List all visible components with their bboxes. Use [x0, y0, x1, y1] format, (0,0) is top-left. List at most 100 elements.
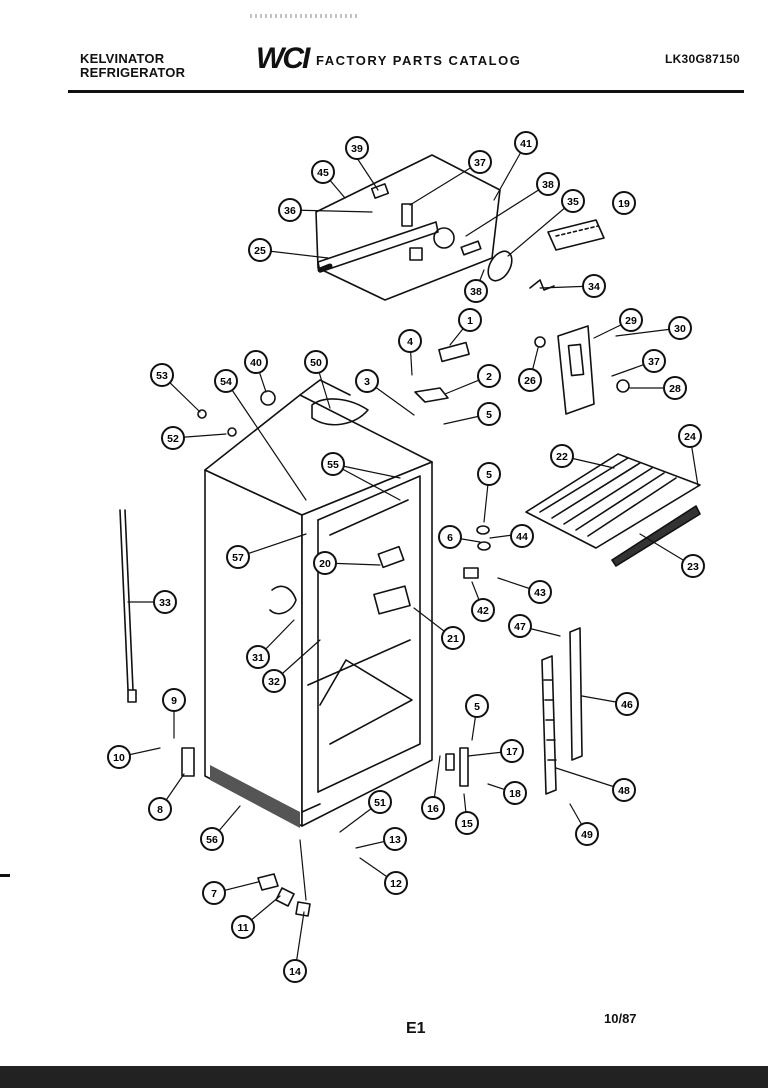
- callout-10: 10: [107, 745, 131, 769]
- svg-text:50: 50: [310, 357, 322, 369]
- svg-text:7: 7: [211, 888, 217, 900]
- svg-text:6: 6: [447, 532, 453, 544]
- svg-text:25: 25: [254, 245, 266, 257]
- svg-text:30: 30: [674, 323, 686, 335]
- svg-text:20: 20: [319, 558, 331, 570]
- svg-text:9: 9: [171, 695, 177, 707]
- brand-name: KELVINATOR: [80, 51, 165, 66]
- svg-text:2: 2: [486, 371, 492, 383]
- svg-text:17: 17: [506, 746, 518, 758]
- svg-text:38: 38: [470, 286, 482, 298]
- callout-54: 54: [214, 369, 238, 393]
- svg-text:16: 16: [427, 803, 439, 815]
- callout-23: 23: [681, 554, 705, 578]
- callout-35: 35: [561, 189, 585, 213]
- svg-text:11: 11: [237, 922, 248, 934]
- callout-47: 47: [508, 614, 532, 638]
- callout-36: 36: [278, 198, 302, 222]
- callout-38-b: 38: [464, 279, 488, 303]
- cabinet-shell: [204, 379, 433, 828]
- svg-text:5: 5: [486, 409, 492, 421]
- svg-text:5: 5: [474, 701, 480, 713]
- callout-bubbles: 39 45 37 41 38 35 19 36 25 38 34 1 29 30…: [107, 131, 705, 983]
- svg-text:54: 54: [220, 376, 232, 388]
- callout-13: 13: [383, 827, 407, 851]
- callout-49: 49: [575, 822, 599, 846]
- callout-52: 52: [161, 426, 185, 450]
- callout-18: 18: [503, 781, 527, 805]
- svg-text:4: 4: [407, 336, 413, 348]
- callout-21: 21: [441, 626, 465, 650]
- svg-text:12: 12: [390, 878, 402, 890]
- callout-28: 28: [663, 376, 687, 400]
- svg-text:3: 3: [364, 376, 370, 388]
- callout-44: 44: [510, 524, 534, 548]
- small-parts: [119, 390, 491, 917]
- svg-text:45: 45: [317, 167, 329, 179]
- svg-text:37: 37: [474, 157, 486, 169]
- svg-text:44: 44: [516, 531, 528, 543]
- svg-text:39: 39: [351, 143, 363, 155]
- callout-6: 6: [438, 525, 462, 549]
- callout-31: 31: [246, 645, 270, 669]
- svg-text:33: 33: [159, 597, 171, 609]
- callout-5-c: 5: [465, 694, 489, 718]
- callout-1: 1: [458, 308, 482, 332]
- wci-logo: WCI: [256, 42, 310, 75]
- wire-shelf: [525, 453, 701, 567]
- callout-42: 42: [471, 598, 495, 622]
- callout-32: 32: [262, 669, 286, 693]
- svg-text:51: 51: [374, 797, 386, 809]
- callout-7: 7: [202, 881, 226, 905]
- svg-text:32: 32: [268, 676, 280, 688]
- callout-24: 24: [678, 424, 702, 448]
- svg-text:29: 29: [625, 315, 637, 327]
- callout-45: 45: [311, 160, 335, 184]
- callout-50: 50: [304, 350, 328, 374]
- svg-text:55: 55: [327, 459, 339, 471]
- callout-37-b: 37: [642, 349, 666, 373]
- callout-40: 40: [244, 350, 268, 374]
- control-housing: [414, 325, 630, 415]
- svg-text:47: 47: [514, 621, 526, 633]
- callout-19: 19: [612, 191, 636, 215]
- svg-text:26: 26: [524, 375, 536, 387]
- callout-5: 5: [477, 402, 501, 426]
- callout-51: 51: [368, 790, 392, 814]
- svg-text:31: 31: [252, 652, 264, 664]
- catalog-title: FACTORY PARTS CATALOG: [316, 53, 522, 68]
- callout-41: 41: [514, 131, 538, 155]
- svg-text:35: 35: [567, 196, 579, 208]
- callout-12: 12: [384, 871, 408, 895]
- svg-text:57: 57: [232, 552, 244, 564]
- svg-text:18: 18: [509, 788, 521, 800]
- callout-48: 48: [612, 778, 636, 802]
- callout-16: 16: [421, 796, 445, 820]
- callout-56: 56: [200, 827, 224, 851]
- svg-text:28: 28: [669, 383, 681, 395]
- svg-text:24: 24: [684, 431, 696, 443]
- header-rule: [68, 90, 744, 93]
- model-number: LK30G87150: [664, 52, 740, 66]
- svg-text:14: 14: [289, 966, 301, 978]
- callout-22: 22: [550, 444, 574, 468]
- callout-53: 53: [150, 363, 174, 387]
- callout-30: 30: [668, 316, 692, 340]
- callout-14: 14: [283, 959, 307, 983]
- callout-17: 17: [500, 739, 524, 763]
- svg-text:21: 21: [447, 633, 459, 645]
- svg-text:34: 34: [588, 281, 600, 293]
- callout-33: 33: [153, 590, 177, 614]
- top-panel-assembly: [315, 154, 605, 301]
- svg-text:36: 36: [284, 205, 296, 217]
- callout-37: 37: [468, 150, 492, 174]
- svg-text:15: 15: [461, 818, 473, 830]
- callout-26: 26: [518, 368, 542, 392]
- callout-4: 4: [398, 329, 422, 353]
- scan-margin-mark: [0, 874, 10, 877]
- svg-text:41: 41: [520, 138, 532, 150]
- svg-text:22: 22: [556, 451, 568, 463]
- callout-46: 46: [615, 692, 639, 716]
- callout-29: 29: [619, 308, 643, 332]
